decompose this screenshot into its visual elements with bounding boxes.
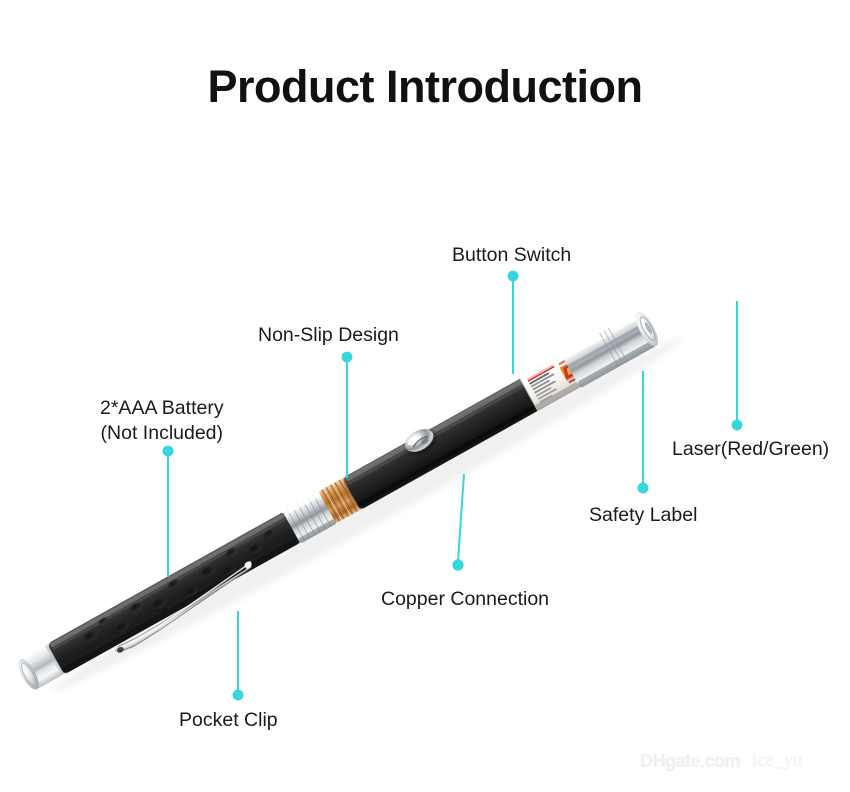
leader-lines <box>167 280 738 691</box>
dot-button-switch <box>507 270 519 282</box>
dot-pocket-clip <box>232 689 244 701</box>
dot-safety-label <box>637 482 649 494</box>
callout-label-button-switch: Button Switch <box>452 244 572 266</box>
callout-label-non-slip-design: Non-Slip Design <box>258 324 399 346</box>
callout-label-aaa-battery: 2*AAA Battery (Not Included) <box>100 396 224 446</box>
callout-label-pocket-clip: Pocket Clip <box>179 709 278 731</box>
non-slip-grip <box>48 512 301 674</box>
page-title: Product Introduction <box>207 61 643 112</box>
leader-dots <box>162 270 743 701</box>
button-switch <box>404 429 437 455</box>
dot-non-slip-design <box>341 351 353 363</box>
dot-laser-red-green <box>731 419 743 431</box>
leader-copper-connection <box>457 473 465 562</box>
chrome-collar <box>283 491 337 543</box>
laser-tip <box>562 311 658 388</box>
callout-label-laser-red-green: Laser(Red/Green) <box>672 438 830 460</box>
dot-copper-connection <box>452 559 464 571</box>
callout-label-aaa-battery-line1: 2*AAA Battery <box>100 397 224 419</box>
callout-label-aaa-battery-line2: (Not Included) <box>100 421 224 444</box>
callout-label-copper-connection: Copper Connection <box>381 588 550 610</box>
upper-barrel <box>344 356 580 509</box>
pocket-clip <box>114 560 252 653</box>
dot-aaa-battery <box>162 445 174 457</box>
callout-label-safety-label: Safety Label <box>589 504 698 526</box>
